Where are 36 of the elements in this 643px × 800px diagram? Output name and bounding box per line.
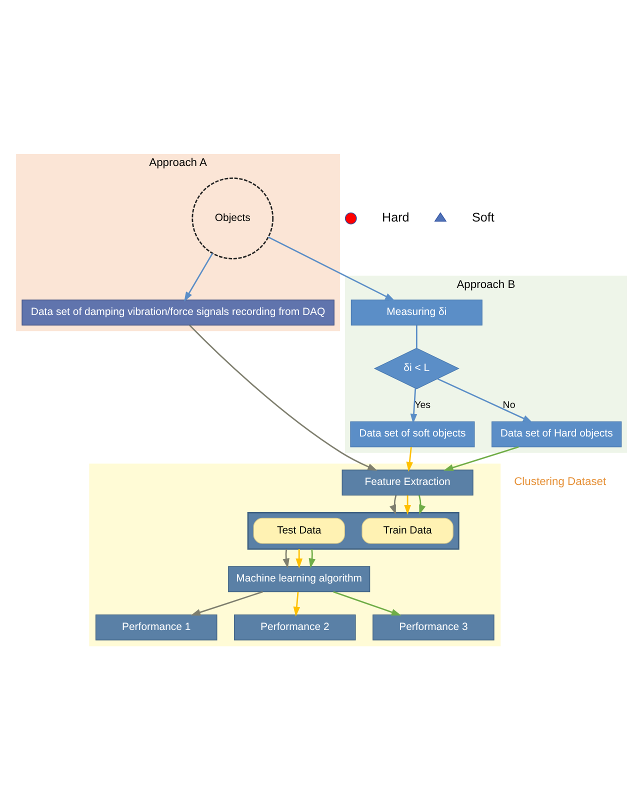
- node-box: Performance 2: [234, 614, 356, 640]
- arrow: [293, 592, 300, 617]
- arrow: [406, 446, 414, 472]
- legend-label: Soft: [472, 210, 494, 224]
- arrow: [389, 495, 397, 515]
- arrow: [189, 324, 378, 471]
- edge-label: Yes: [414, 400, 431, 411]
- node-box: Machine learning algorithm: [228, 566, 370, 592]
- node-box: Performance 1: [96, 614, 218, 640]
- node-box: Measuring δi: [350, 300, 482, 326]
- node-box: Feature Extraction: [342, 470, 474, 496]
- arrow: [333, 591, 402, 616]
- arrow: [437, 378, 533, 423]
- arrow: [418, 495, 426, 515]
- arrow: [190, 591, 263, 616]
- label: Clustering Dataset: [514, 476, 606, 488]
- node-box: Data set of soft objects: [350, 421, 475, 448]
- arrow: [410, 388, 418, 424]
- arrow: [404, 495, 411, 515]
- node-box: Data set of Hard objects: [492, 421, 622, 448]
- node-box: Performance 3: [372, 614, 494, 640]
- arrow: [308, 548, 316, 568]
- cluster: [247, 512, 460, 550]
- node-box: Train Data: [362, 518, 454, 544]
- edge-label: No: [502, 400, 516, 411]
- arrow: [184, 253, 214, 302]
- node-box: Data set of damping vibration/force signals recording from DAQ: [22, 300, 334, 326]
- node-diamond: δi < L: [374, 348, 460, 390]
- arrow: [443, 446, 519, 471]
- node-circle: Objects: [192, 177, 274, 260]
- node-box: Test Data: [253, 518, 345, 544]
- legend-label: Hard: [382, 210, 410, 224]
- arrow: [268, 236, 395, 301]
- arrow: [296, 549, 303, 568]
- arrow: [282, 548, 290, 568]
- connector: [416, 325, 418, 348]
